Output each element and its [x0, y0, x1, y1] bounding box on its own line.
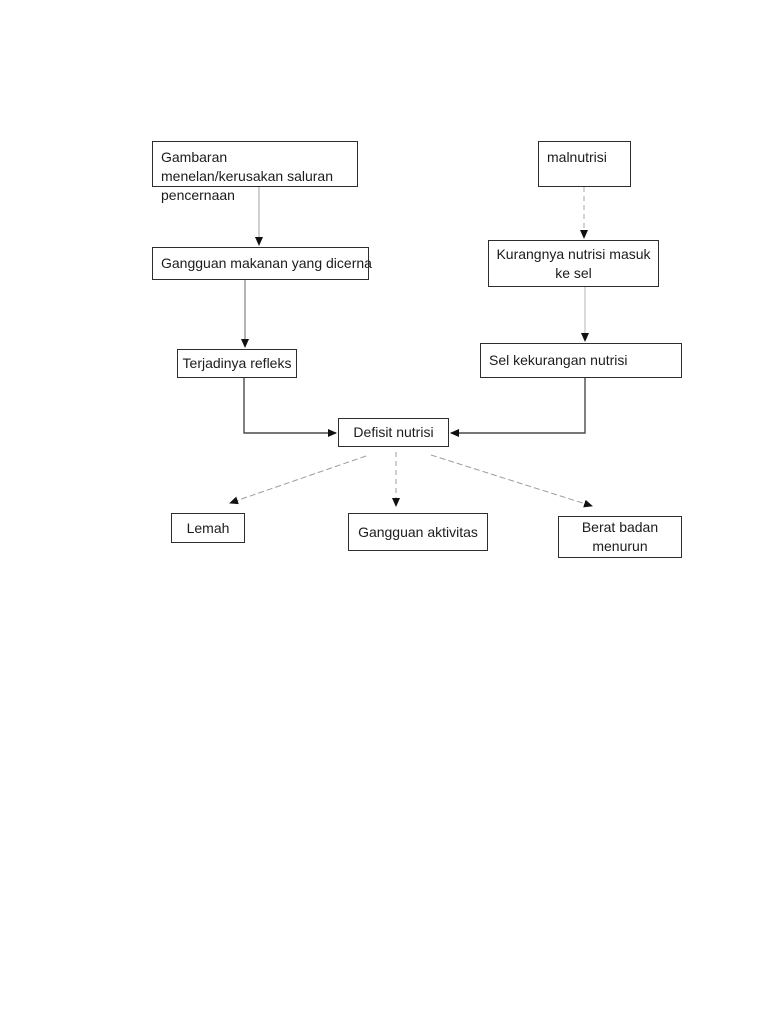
node-malnutrisi: malnutrisi [538, 141, 631, 187]
edge-sel-to-defisit [450, 378, 586, 437]
node-berat-badan: Berat badan menurun [558, 516, 682, 558]
node-kurangnya-nutrisi: Kurangnya nutrisi masuk ke sel [488, 240, 659, 287]
edge-defisit-to-lemah [229, 455, 367, 505]
node-gangguan-makanan: Gangguan makanan yang dicerna [152, 247, 372, 280]
node-gambaran-menelan: Gambaran menelan/kerusakan saluran pence… [152, 141, 358, 203]
node-terjadinya-refleks: Terjadinya refleks [177, 349, 297, 378]
edge-refleks-to-defisit [243, 378, 337, 437]
node-defisit-nutrisi: Defisit nutrisi [338, 418, 449, 447]
node-sel-kekurangan: Sel kekurangan nutrisi [480, 343, 682, 378]
edge-defisit-to-berat-badan [430, 454, 593, 508]
node-gangguan-aktivitas: Gangguan aktivitas [348, 513, 488, 551]
node-lemah: Lemah [171, 513, 245, 543]
